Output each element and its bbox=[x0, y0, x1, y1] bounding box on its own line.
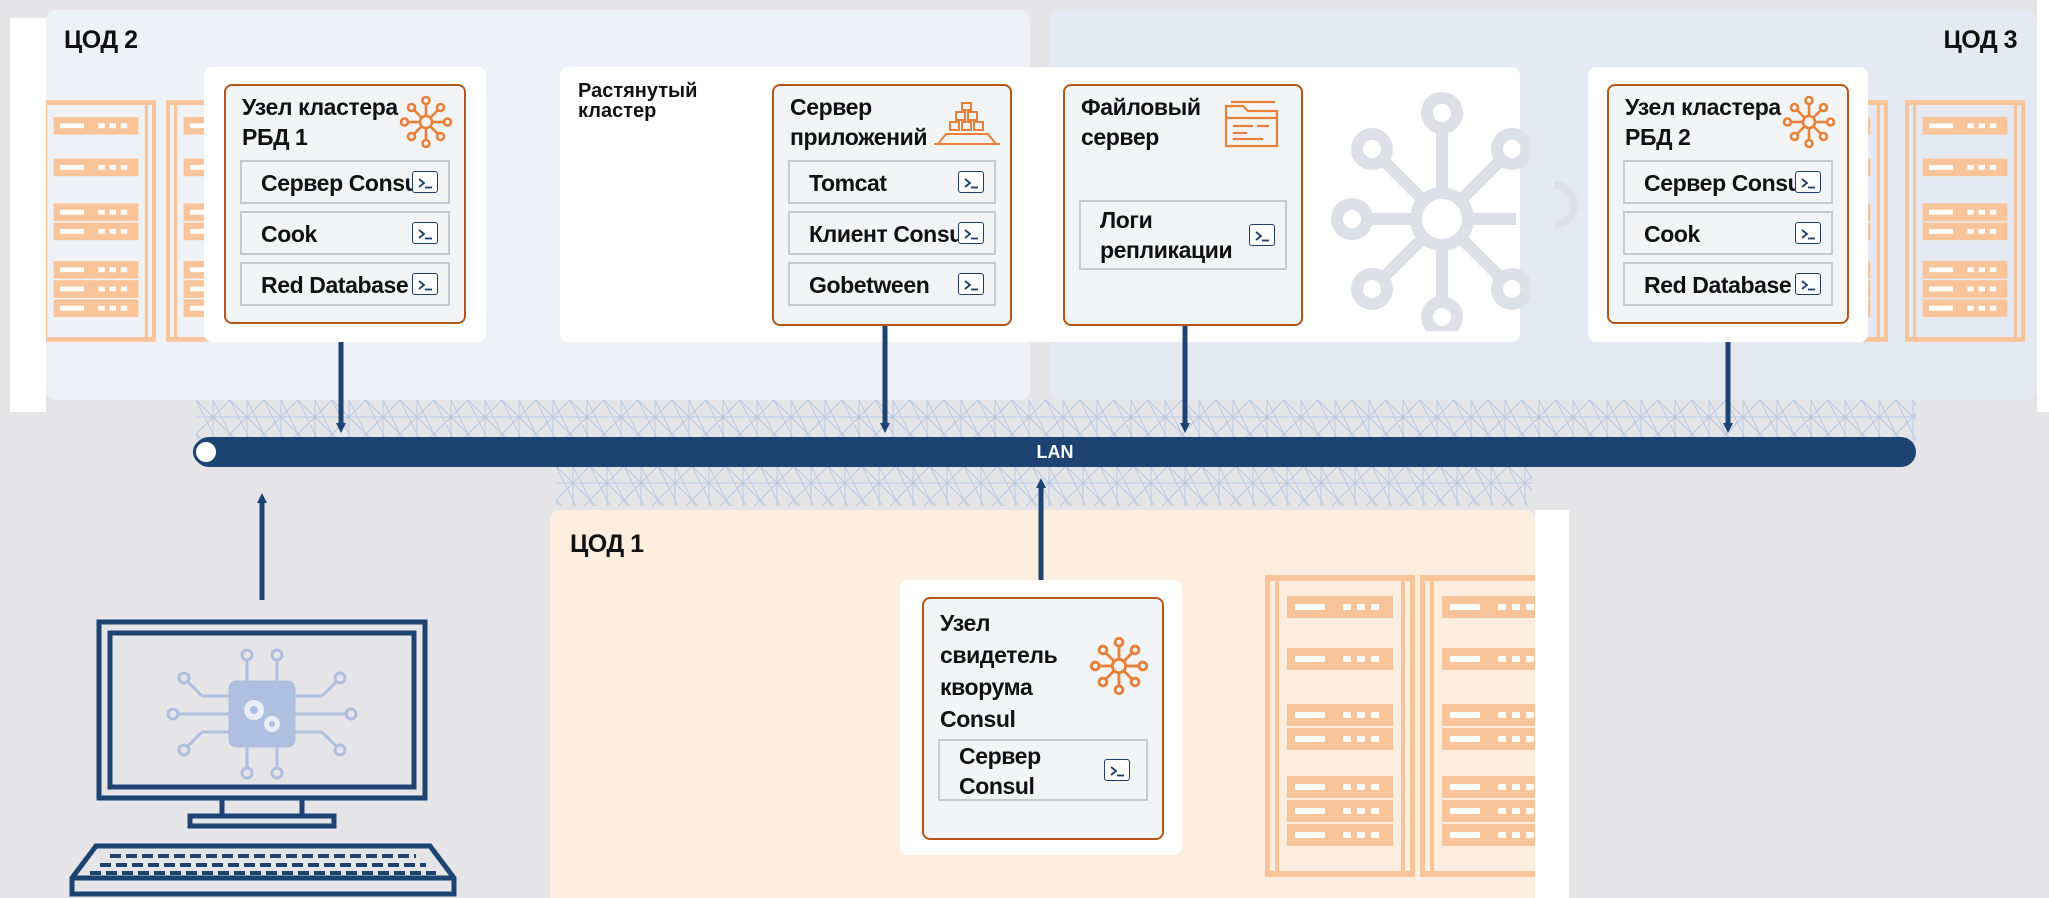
terminal-icon bbox=[412, 171, 438, 193]
edge-strip-left bbox=[10, 18, 46, 412]
zone-title: ЦОД 3 bbox=[1943, 26, 2017, 54]
service-gobetween[interactable]: Gobetween bbox=[788, 262, 996, 306]
rdb-node-2-card: Узел кластера РБД 2 Сервер Consul Cook R… bbox=[1588, 67, 1868, 342]
lan-bus: LAN bbox=[194, 437, 1916, 467]
service-red-database[interactable]: Red Database bbox=[240, 262, 450, 306]
lan-endpoint bbox=[193, 439, 219, 465]
zone-title: ЦОД 2 bbox=[64, 26, 138, 54]
file-server-node[interactable]: Файловый сервер Логи репликации bbox=[1063, 84, 1303, 326]
terminal-icon bbox=[1104, 759, 1130, 781]
lan-label: LAN bbox=[1036, 442, 1074, 462]
network-watermark-icon bbox=[1331, 92, 1530, 331]
rdb-node-1-card: Узел кластера РБД 1 Сервер Consul Cook R… bbox=[204, 67, 486, 342]
service-cook[interactable]: Cook bbox=[240, 211, 450, 255]
stretched-cluster-panel: Растянутый кластер bbox=[560, 67, 1530, 342]
terminal-icon bbox=[958, 273, 984, 295]
terminal-icon bbox=[958, 222, 984, 244]
service-consul-client[interactable]: Клиент Consul bbox=[788, 211, 996, 255]
app-server-node[interactable]: Сервер приложений Tomcat Клиент Consul G… bbox=[772, 84, 1012, 326]
node-title: Файловый сервер bbox=[1081, 94, 1201, 150]
computer-icon[interactable] bbox=[62, 616, 464, 898]
service-tomcat[interactable]: Tomcat bbox=[788, 160, 996, 204]
service-consul-server[interactable]: Сервер Consul bbox=[240, 160, 450, 204]
service-red-database[interactable]: Red Database bbox=[1623, 262, 1833, 306]
service-replication-logs[interactable]: Логи репликации bbox=[1079, 200, 1287, 270]
witness-node[interactable]: Узел свидетель кворума Consul Сервер Con… bbox=[922, 597, 1164, 840]
terminal-icon bbox=[412, 273, 438, 295]
terminal-icon bbox=[1795, 222, 1821, 244]
zone-title: ЦОД 1 bbox=[570, 530, 644, 558]
node-title: Узел кластера РБД 1 bbox=[242, 94, 398, 150]
service-consul-server[interactable]: Сервер Consul bbox=[1623, 160, 1833, 204]
stretched-cluster-label: Растянутый кластер bbox=[578, 80, 698, 122]
network-mesh bbox=[196, 400, 1916, 444]
witness-node-card: Узел свидетель кворума Consul Сервер Con… bbox=[900, 580, 1182, 855]
service-consul-server[interactable]: Сервер Consul bbox=[938, 739, 1148, 801]
folder-icon bbox=[1224, 100, 1279, 148]
terminal-icon bbox=[1795, 273, 1821, 295]
rdb-node-2[interactable]: Узел кластера РБД 2 Сервер Consul Cook R… bbox=[1607, 84, 1849, 324]
node-title: Узел свидетель кворума Consul bbox=[940, 610, 1058, 732]
node-title: Сервер приложений bbox=[790, 94, 928, 150]
edge-strip-dc1 bbox=[1535, 510, 1569, 898]
terminal-icon bbox=[1795, 171, 1821, 193]
terminal-icon bbox=[412, 222, 438, 244]
app-server-icon bbox=[934, 102, 1000, 145]
node-title: Узел кластера РБД 2 bbox=[1625, 94, 1781, 150]
edge-strip-right bbox=[2037, 0, 2049, 412]
terminal-icon bbox=[1249, 224, 1275, 246]
terminal-icon bbox=[958, 171, 984, 193]
service-cook[interactable]: Cook bbox=[1623, 211, 1833, 255]
rdb-node-1[interactable]: Узел кластера РБД 1 Сервер Consul Cook R… bbox=[224, 84, 466, 324]
network-watermark-fragment bbox=[1553, 181, 1578, 229]
